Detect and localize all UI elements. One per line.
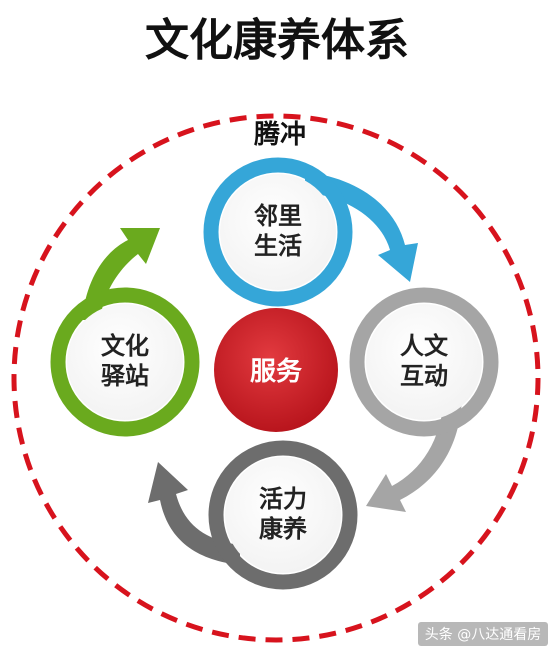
center-service: 服务 — [214, 308, 338, 432]
node-ring — [208, 440, 358, 590]
node-disc — [67, 304, 183, 420]
arrow-vitality-to-station — [148, 462, 240, 565]
node-ring — [50, 287, 200, 437]
arrow-neighbor-to-culture-interaction — [305, 172, 418, 282]
node-ring — [203, 157, 353, 307]
node-disc — [220, 174, 336, 290]
node-neighbor-life: 邻里 生活 — [203, 157, 353, 307]
outer-dashed-ring — [11, 113, 541, 643]
node-label-line1: 活力 — [259, 485, 307, 513]
node-label-line2: 生活 — [254, 232, 302, 260]
node-culture-station: 文化 驿站 — [50, 287, 200, 437]
node-culture-interaction: 人文 互动 — [349, 287, 499, 437]
node-label-line2: 互动 — [400, 362, 448, 390]
node-disc — [225, 457, 341, 573]
node-label-line2: 康养 — [259, 515, 307, 543]
center-label: 服务 — [250, 357, 302, 387]
node-label-line2: 驿站 — [101, 362, 149, 390]
watermark-backdrop — [418, 622, 548, 646]
watermark-text: 头条 @八达通看房 — [425, 626, 541, 643]
center-disc — [214, 308, 338, 432]
page-title: 文化康养体系 — [145, 15, 409, 66]
arrow-culture-interaction-to-vitality — [366, 398, 462, 512]
node-vitality-care: 活力 康养 — [208, 440, 358, 590]
node-ring — [349, 287, 499, 437]
watermark: 头条 @八达通看房 — [418, 622, 548, 646]
top-label: 腾冲 — [254, 120, 306, 150]
node-label-line1: 邻里 — [254, 202, 302, 230]
node-disc — [366, 304, 482, 420]
node-label-line1: 文化 — [101, 332, 149, 360]
node-label-line1: 人文 — [400, 332, 449, 360]
